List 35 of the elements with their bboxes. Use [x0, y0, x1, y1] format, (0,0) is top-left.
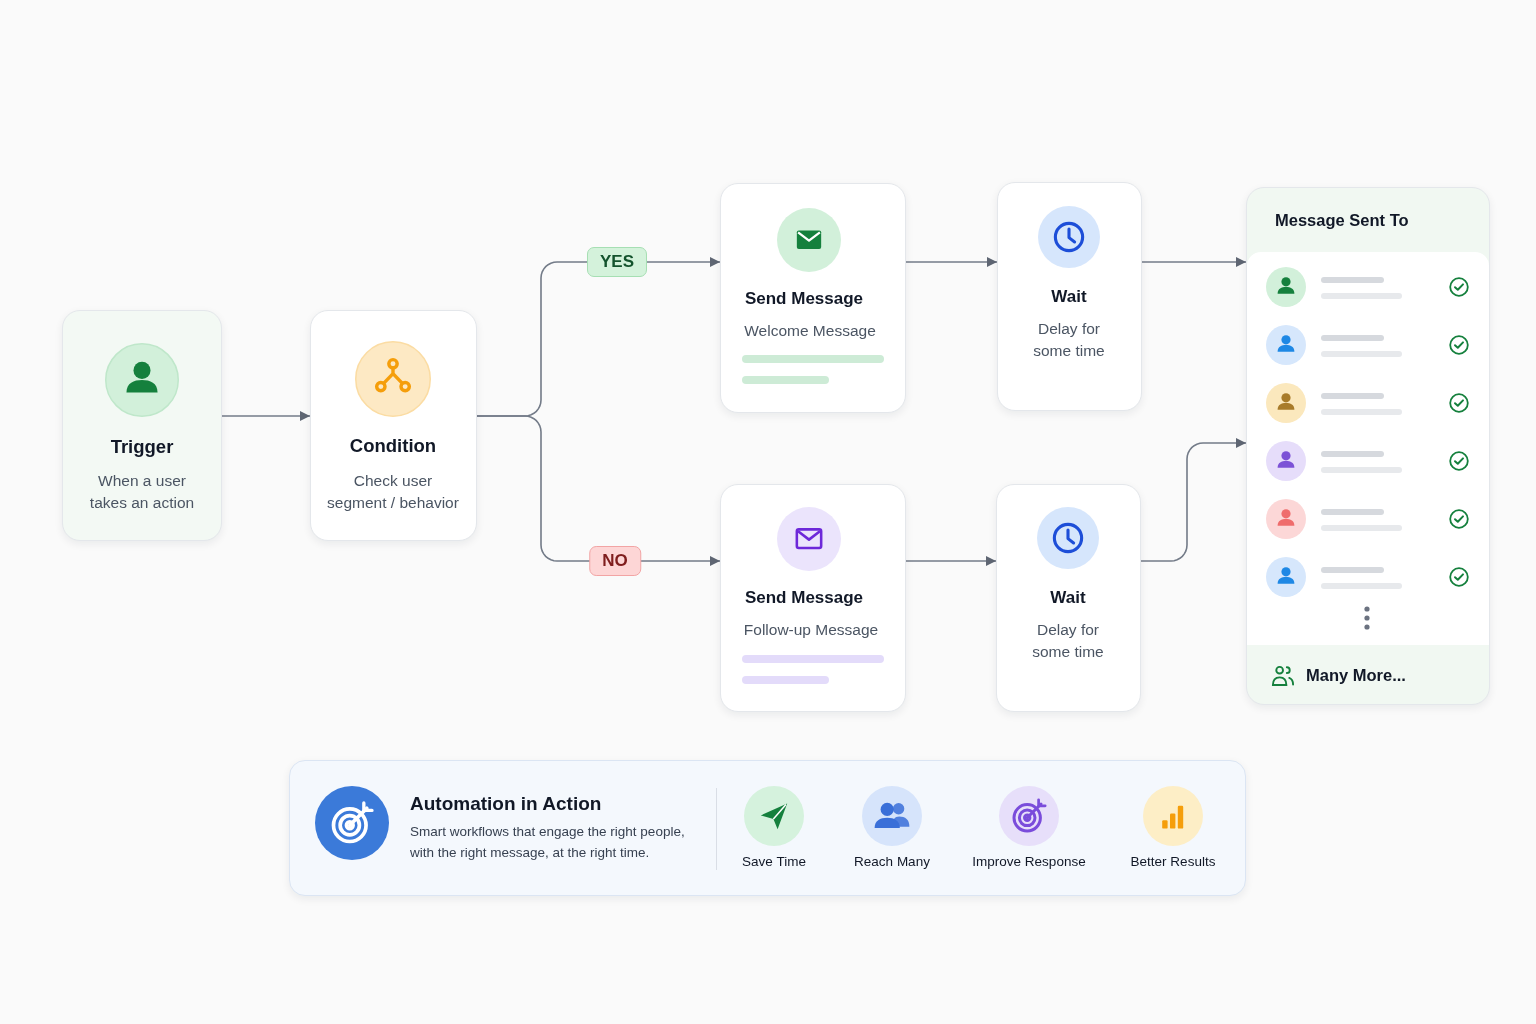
card-title: Send Message: [744, 288, 864, 310]
card-description: When a user takes an action: [88, 471, 196, 513]
card-description: Welcome Message: [744, 321, 876, 341]
feature-label: Save Time: [742, 853, 806, 871]
step-card: [997, 182, 1142, 411]
step-card: [996, 484, 1141, 712]
feature-label: Improve Response: [972, 853, 1086, 871]
footer-label: Many More...: [1306, 665, 1406, 686]
card-description: Delay for some time: [1031, 620, 1105, 662]
step-card: [310, 310, 477, 541]
step-card: [62, 310, 222, 541]
card-title: Condition: [349, 434, 437, 458]
card-title: Send Message: [744, 587, 864, 609]
step-card: [720, 183, 906, 413]
feature-label: Reach Many: [854, 853, 930, 871]
arrow: [1140, 438, 1247, 562]
arrow: [905, 556, 997, 566]
panel-title: Message Sent To: [1275, 210, 1409, 231]
card-description: Follow-up Message: [743, 620, 879, 640]
edge-label: YES: [587, 247, 647, 277]
card-description: Check user segment / behavior: [326, 471, 460, 513]
feature-label: Better Results: [1130, 853, 1216, 871]
card-title: Trigger: [110, 435, 174, 459]
arrow: [221, 411, 311, 421]
banner-title: Automation in Action: [410, 792, 602, 816]
card-title: Wait: [1051, 286, 1087, 308]
card-title: Wait: [1050, 587, 1086, 609]
recipient-panel: [1246, 187, 1490, 705]
step-card: [720, 484, 906, 712]
arrow: [905, 257, 998, 267]
banner-description: Smart workflows that engage the right people, with the right message, at the right time.: [410, 822, 686, 862]
summary-banner: [289, 760, 1246, 896]
card-description: Delay for some time: [1032, 319, 1106, 361]
arrow: [1141, 257, 1247, 267]
edge-label: NO: [589, 546, 641, 576]
